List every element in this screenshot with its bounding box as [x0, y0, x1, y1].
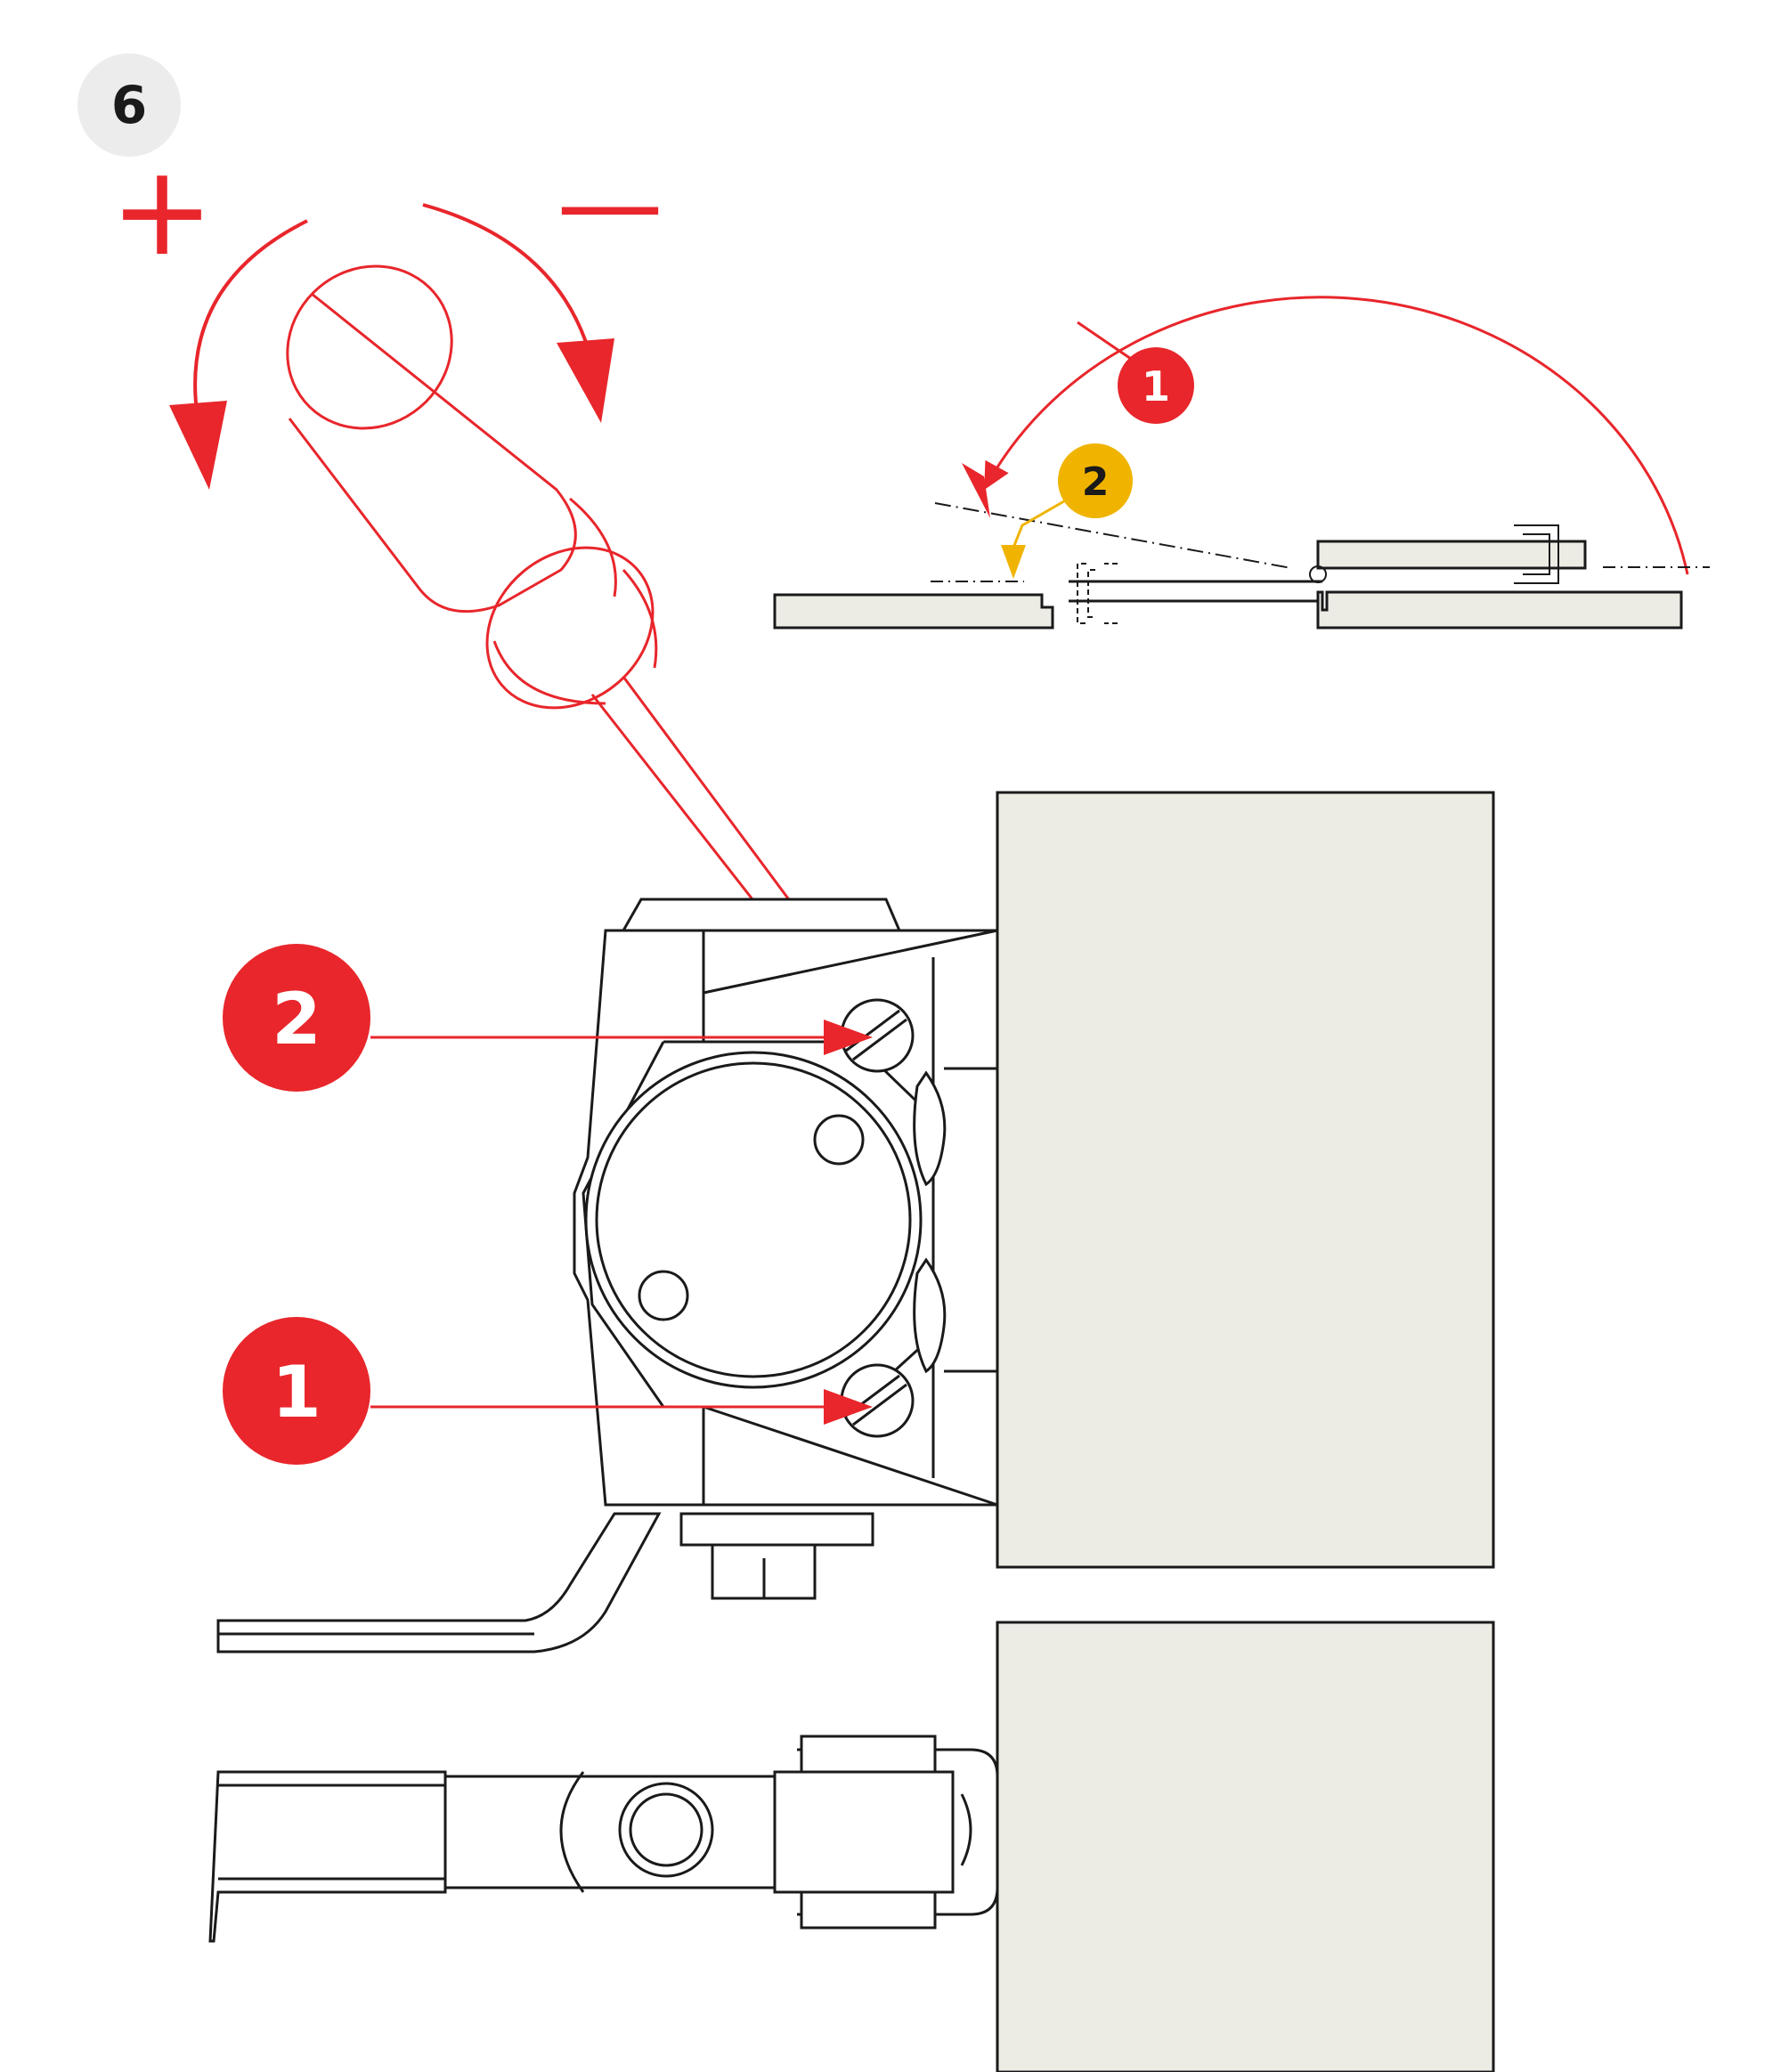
door-panel-bottom — [996, 1621, 1495, 2072]
rotate-arrow-icon — [169, 203, 614, 490]
callout-tilt-offset: 2 — [1082, 459, 1110, 505]
swing-arc — [984, 296, 1689, 575]
door-panel-lower — [1316, 590, 1683, 630]
plus-sign: + — [110, 139, 214, 284]
step-number: 6 — [111, 75, 147, 135]
hinge-icon — [573, 791, 1495, 1569]
screw-callout-lower: 1 — [223, 1317, 873, 1465]
door-section-view: 1 2 — [773, 296, 1710, 630]
step-badge: 6 — [77, 53, 181, 157]
door-panel — [996, 791, 1495, 1569]
hinge-mounting-arm — [216, 1512, 874, 1654]
callout-screw-lower: 1 — [272, 1351, 321, 1434]
door-panel-upper — [1316, 540, 1587, 570]
minus-sign: — — [557, 142, 663, 266]
frame-panel-left — [773, 593, 1054, 630]
screw-callout-upper: 2 — [223, 944, 873, 1092]
callout-screw-upper: 2 — [272, 978, 321, 1060]
hinge-side-view — [208, 1735, 999, 1943]
rotation-indicator: + — — [110, 139, 663, 490]
callout-swing-arc: 1 — [1142, 362, 1170, 410]
